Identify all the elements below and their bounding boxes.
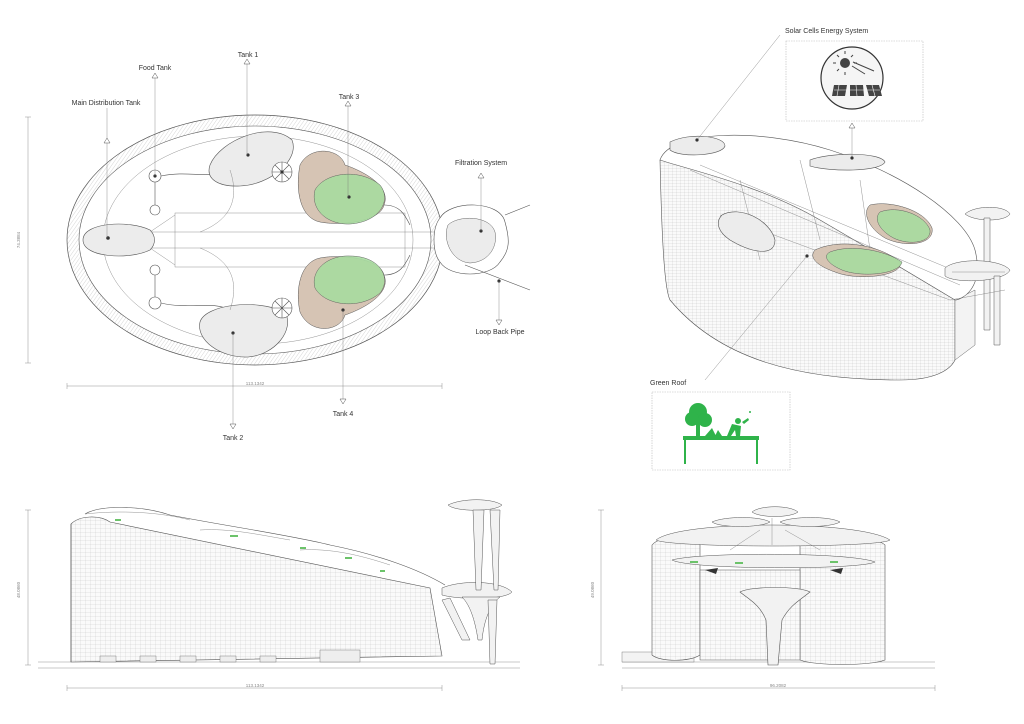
plan-height-dimension: 74.3884 [16,231,21,248]
label-loop-back-pipe: Loop Back Pipe [475,329,524,336]
label-solar-cells-energy-system: Solar Cells Energy System [785,28,868,35]
side-elevation-width-dimension: 113.1342 [246,683,265,688]
plan-width-dimension: 113.1342 [246,381,265,386]
tank-4-shape [313,255,385,305]
green-roof-icon-box [651,391,791,471]
label-tank-2: Tank 2 [223,435,244,442]
side-elevation-height-dimension: 48.0860 [16,581,21,598]
solar-panel-icon [820,46,884,110]
label-food-tank: Food Tank [139,65,172,72]
front-elevation: 49.0860 96.2082 [590,506,936,691]
front-elevation-height-dimension: 49.0860 [590,581,595,598]
green-roof-icon [683,403,759,464]
plan-view: Food Tank Tank 1 Main Distribution Tank … [16,52,531,442]
label-filtration-system: Filtration System [455,160,507,167]
label-green-roof: Green Roof [650,380,686,387]
label-tank-3: Tank 3 [339,94,360,101]
tank-3-shape [313,173,385,225]
label-tank-1: Tank 1 [238,52,259,59]
label-main-distribution-tank: Main Distribution Tank [72,100,141,107]
front-elevation-width-dimension: 96.2082 [770,683,787,688]
side-elevation: 48.0860 113.1342 [16,499,520,691]
main-distribution-tank-shape [82,223,155,257]
tank-2-shape [199,304,288,358]
label-tank-4: Tank 4 [333,411,354,418]
axonometric-view: Solar Cells Energy System Green Roof [650,28,1011,471]
